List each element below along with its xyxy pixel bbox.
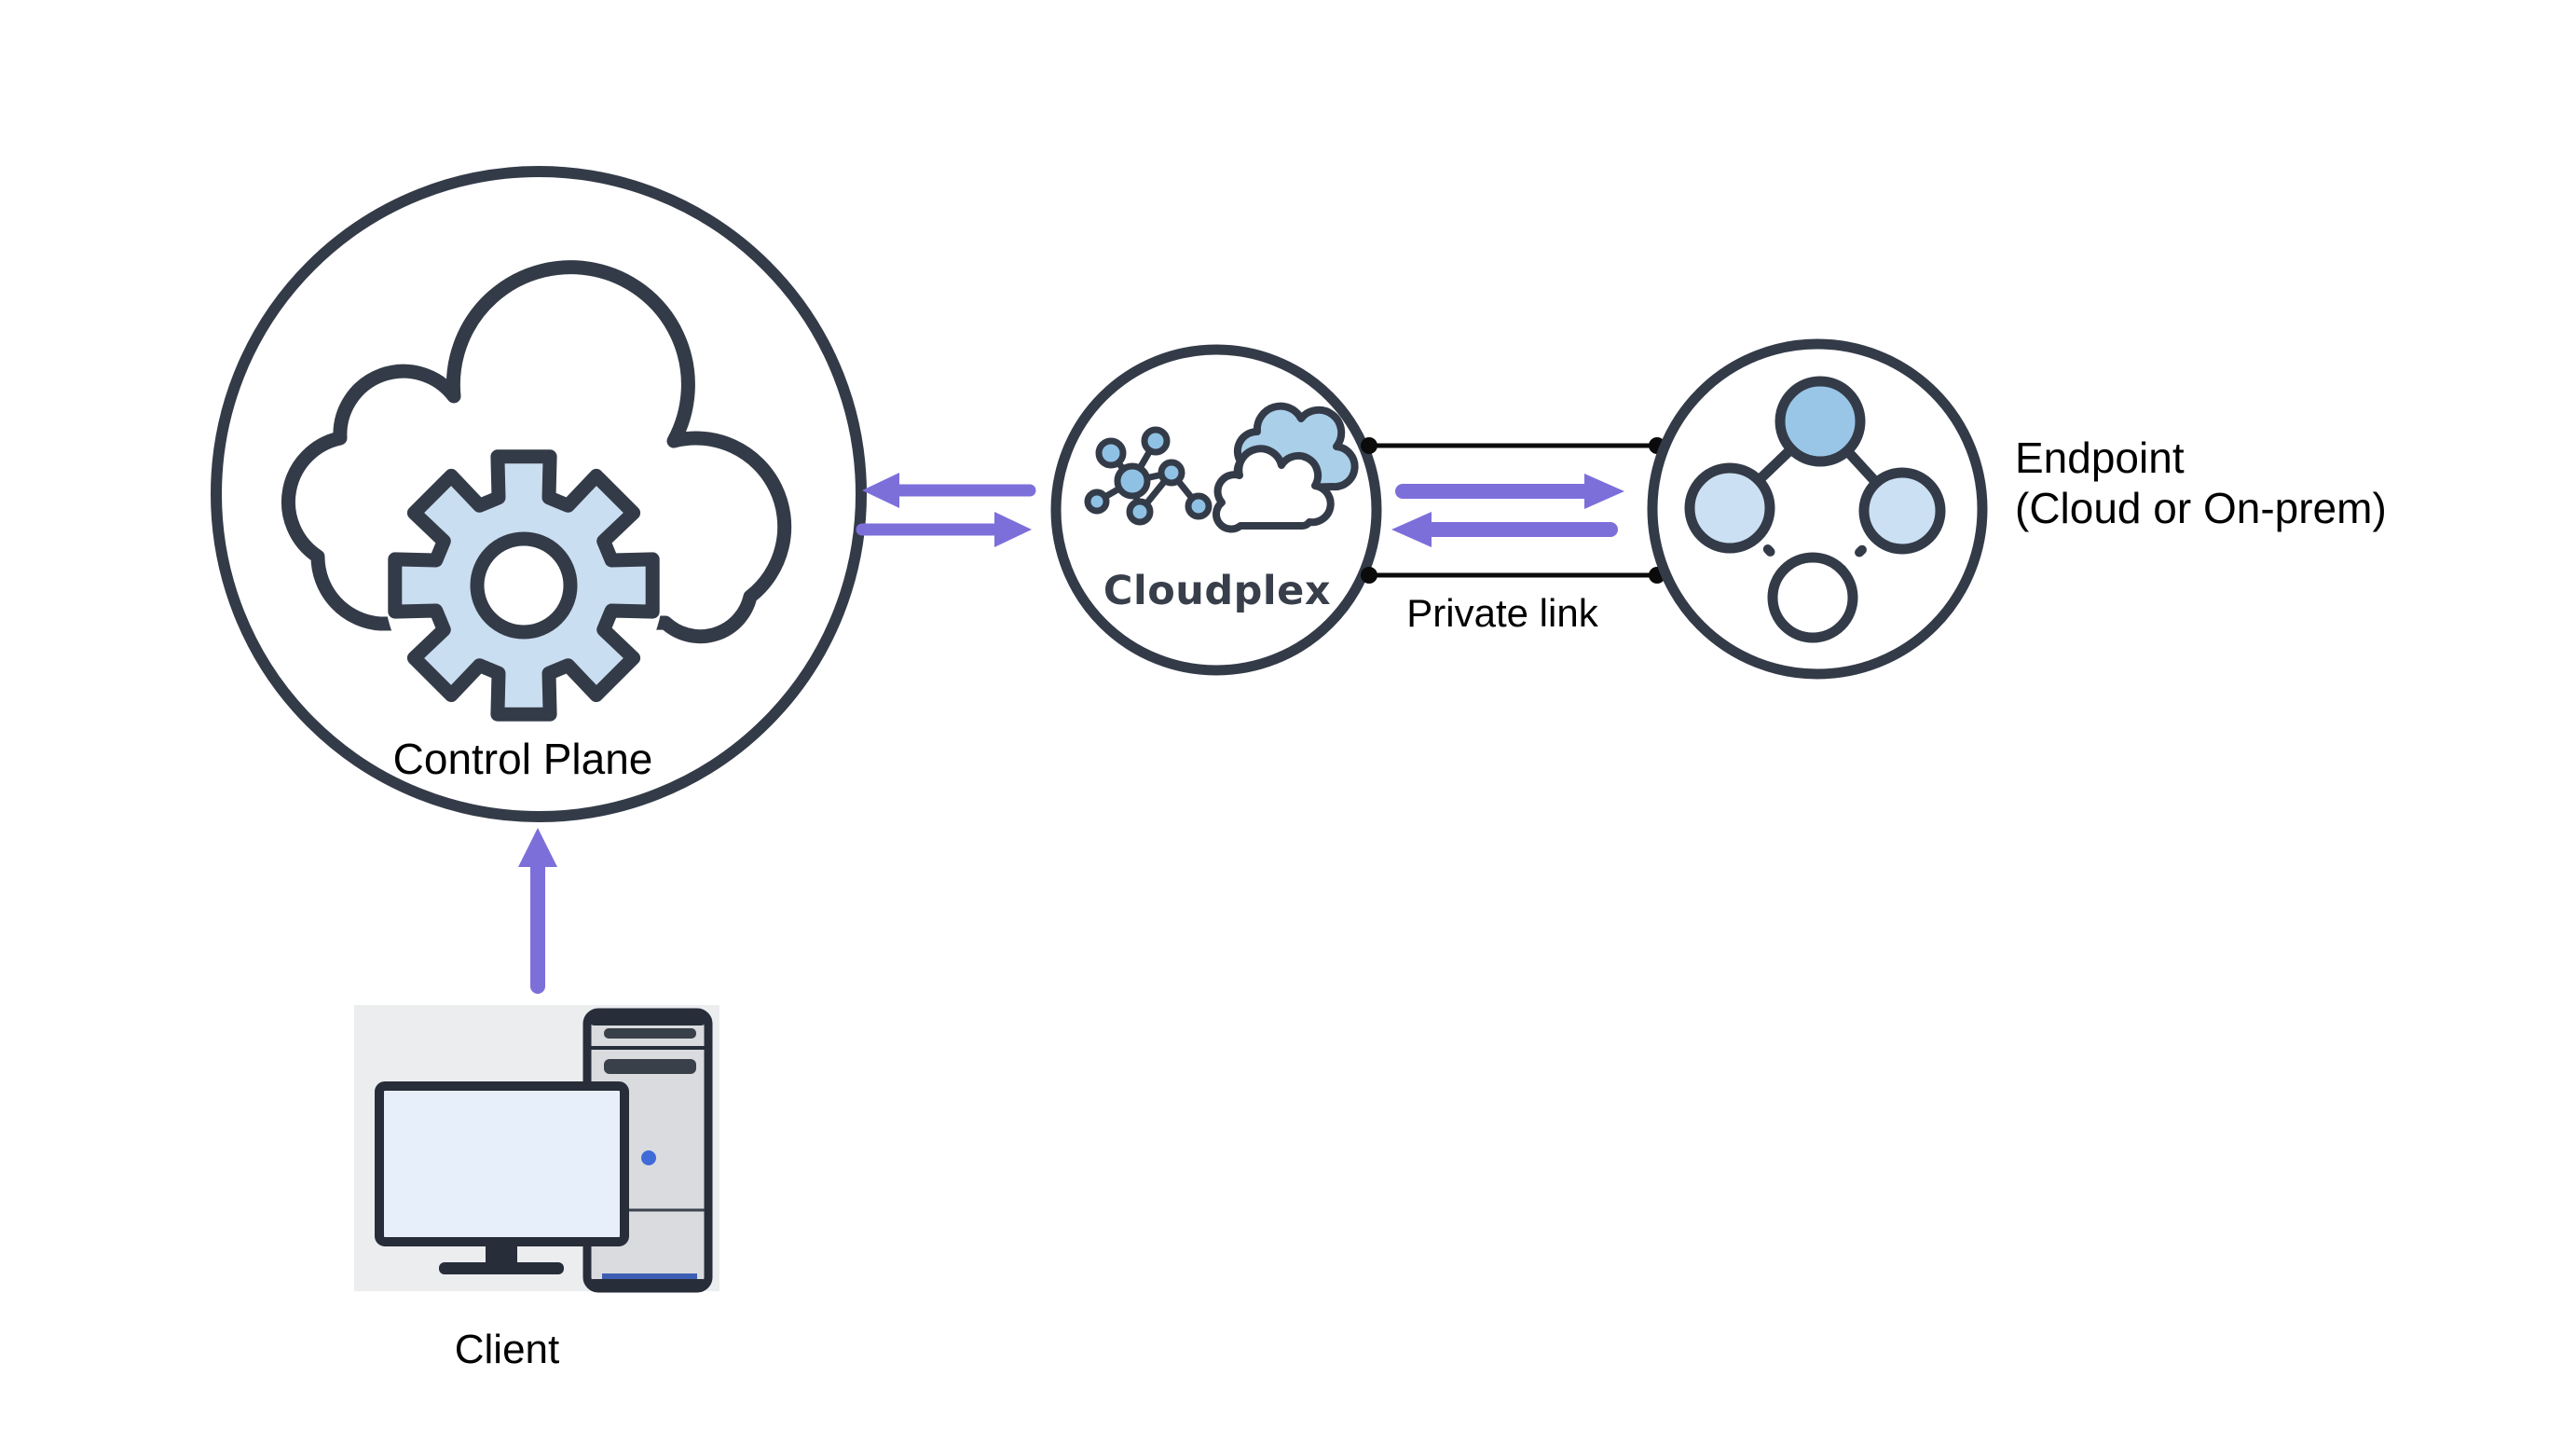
monitor-stand-base: [439, 1262, 564, 1274]
cluster-edge-dashed: [1725, 503, 1817, 602]
arrow-cloudplex-to-control-plane: [862, 473, 1036, 508]
cloudplex-node: Cloudplex: [1050, 344, 1382, 676]
arrow-head-left: [862, 473, 899, 508]
monitor-stand-neck: [486, 1242, 517, 1264]
network-graph-icon: [1084, 426, 1213, 526]
endpoint-label-line1: Endpoint: [2015, 434, 2185, 482]
link-endpoint-dot: [1361, 437, 1377, 454]
cluster-icon: [1684, 376, 1946, 643]
arrow-head-right: [994, 512, 1032, 547]
cloudplex-label: Cloudplex: [1103, 568, 1331, 614]
monitor-screen: [375, 1081, 629, 1246]
tower-bottom-cap: [589, 1279, 706, 1288]
cloud-pair-icon: [1213, 402, 1359, 533]
tower-power-button: [641, 1150, 656, 1165]
cluster-edge-dashed: [1808, 506, 1907, 602]
tower-top-cap: [589, 1012, 706, 1025]
private-link: Private link: [1361, 437, 1665, 635]
tower-drive-slot-1: [604, 1028, 696, 1039]
cluster-node-top: [1774, 376, 1866, 467]
cluster-node-bottom: [1767, 552, 1858, 643]
desktop-computer-icon: [375, 1008, 713, 1293]
gear-hub: [470, 531, 578, 640]
tower-bottom-strip: [602, 1273, 697, 1284]
control-plane-label: Control Plane: [393, 735, 653, 783]
tower-drive-slot-2: [604, 1059, 696, 1074]
control-plane-node: Control Plane: [211, 166, 867, 822]
arrow-endpoint-to-cloudplex: [1391, 512, 1618, 547]
arrow-cloudplex-to-endpoint: [1395, 474, 1624, 509]
private-link-label: Private link: [1406, 591, 1598, 635]
front-cloud: [1213, 445, 1335, 533]
endpoint-circle: [1647, 338, 1988, 680]
arrow-client-to-control-plane: [518, 828, 557, 994]
client-node: Client: [354, 1005, 719, 1372]
link-endpoint-dot: [1361, 567, 1377, 584]
cluster-node-left: [1684, 462, 1775, 554]
endpoint-node: Endpoint (Cloud or On-prem): [1647, 338, 2387, 680]
arrow-head-right: [1584, 474, 1624, 509]
cluster-node-right: [1858, 467, 1946, 555]
client-label: Client: [455, 1327, 560, 1372]
endpoint-label-line2: (Cloud or On-prem): [2015, 484, 2387, 532]
arrow-head-left: [1391, 512, 1432, 547]
arrow-head-up: [518, 828, 557, 867]
arrow-control-plane-to-cloudplex: [856, 512, 1032, 547]
